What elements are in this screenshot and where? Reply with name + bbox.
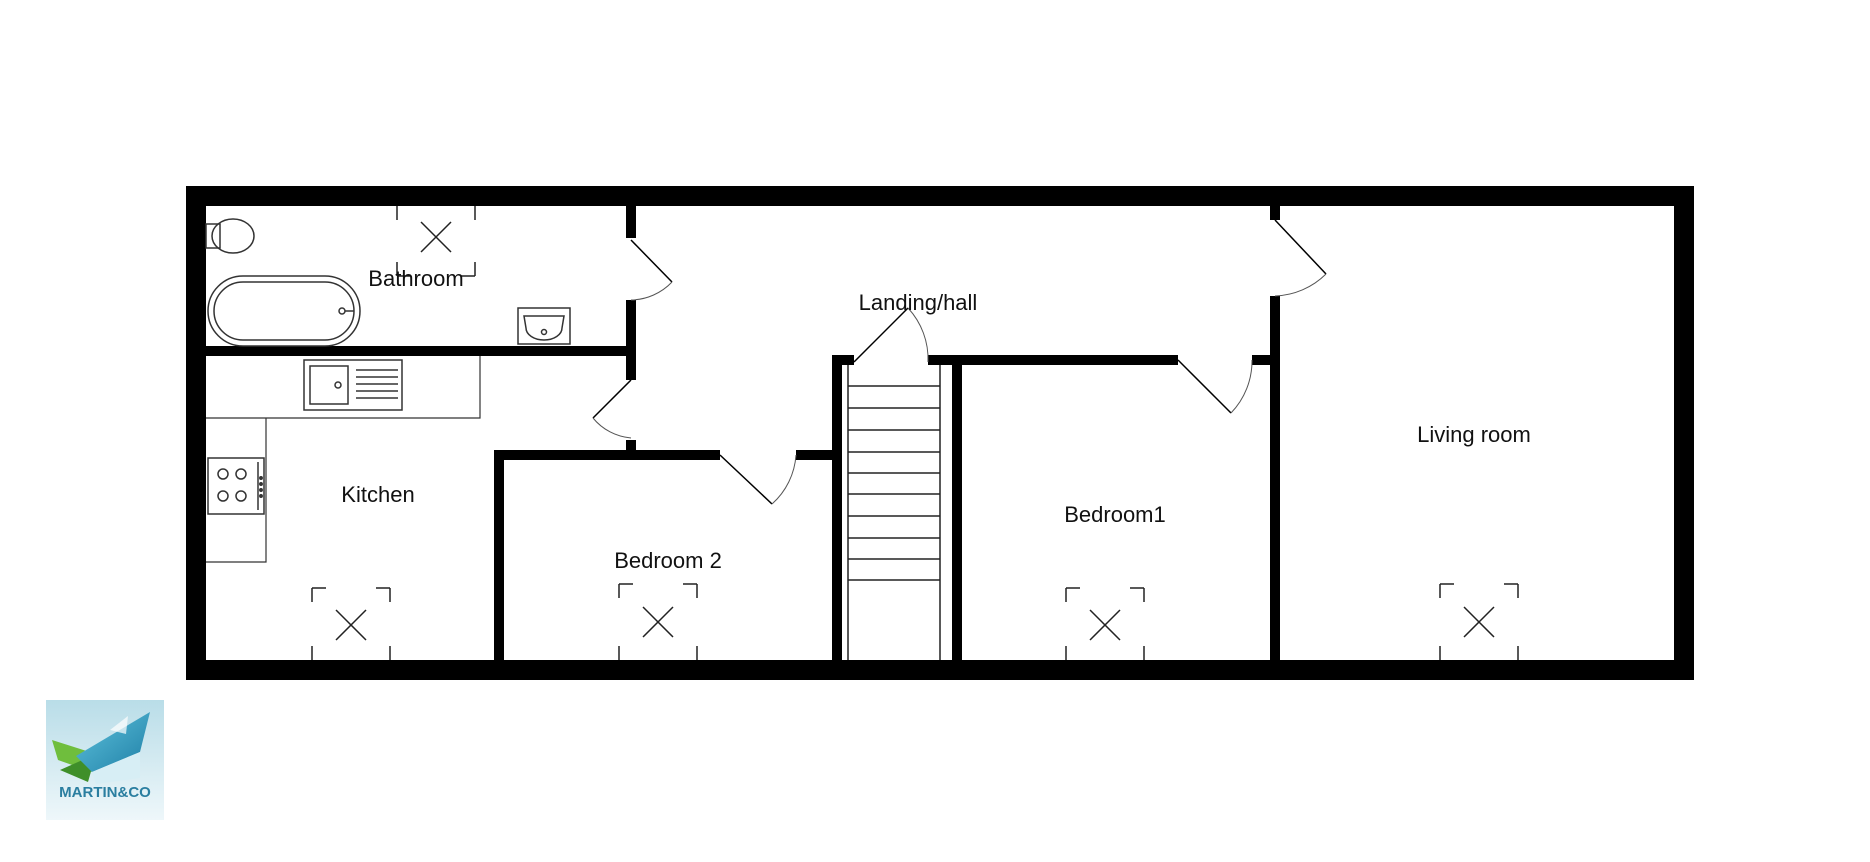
kitchen-sink	[303, 359, 403, 411]
outer-walls	[186, 186, 1694, 680]
logo-wordmark: MARTIN&CO	[59, 784, 151, 801]
room-label-living-room: Living room	[1417, 422, 1531, 447]
skylight-bathroom	[396, 206, 476, 277]
hob-icon	[207, 457, 265, 515]
room-label-bathroom: Bathroom	[368, 266, 463, 291]
skylight-living-room	[1439, 583, 1519, 660]
staircase	[847, 365, 941, 660]
room-label-bedroom-2: Bedroom 2	[614, 548, 722, 573]
room-label-kitchen: Kitchen	[341, 482, 414, 507]
martin-co-logo: MARTIN&CO	[46, 700, 164, 820]
kitchen-counter	[206, 356, 481, 563]
skylight-kitchen	[311, 587, 391, 660]
bathroom-sink	[517, 307, 571, 345]
skylight-bedroom1	[1065, 587, 1145, 660]
bathtub	[207, 275, 361, 347]
skylights	[311, 206, 1519, 660]
room-label-landing: Landing/hall	[859, 290, 978, 315]
skylight-bedroom2	[618, 583, 698, 660]
doors	[592, 219, 1327, 505]
interior-walls	[206, 206, 1280, 660]
toilet	[205, 218, 255, 254]
room-label-bedroom-1: Bedroom1	[1064, 502, 1166, 527]
